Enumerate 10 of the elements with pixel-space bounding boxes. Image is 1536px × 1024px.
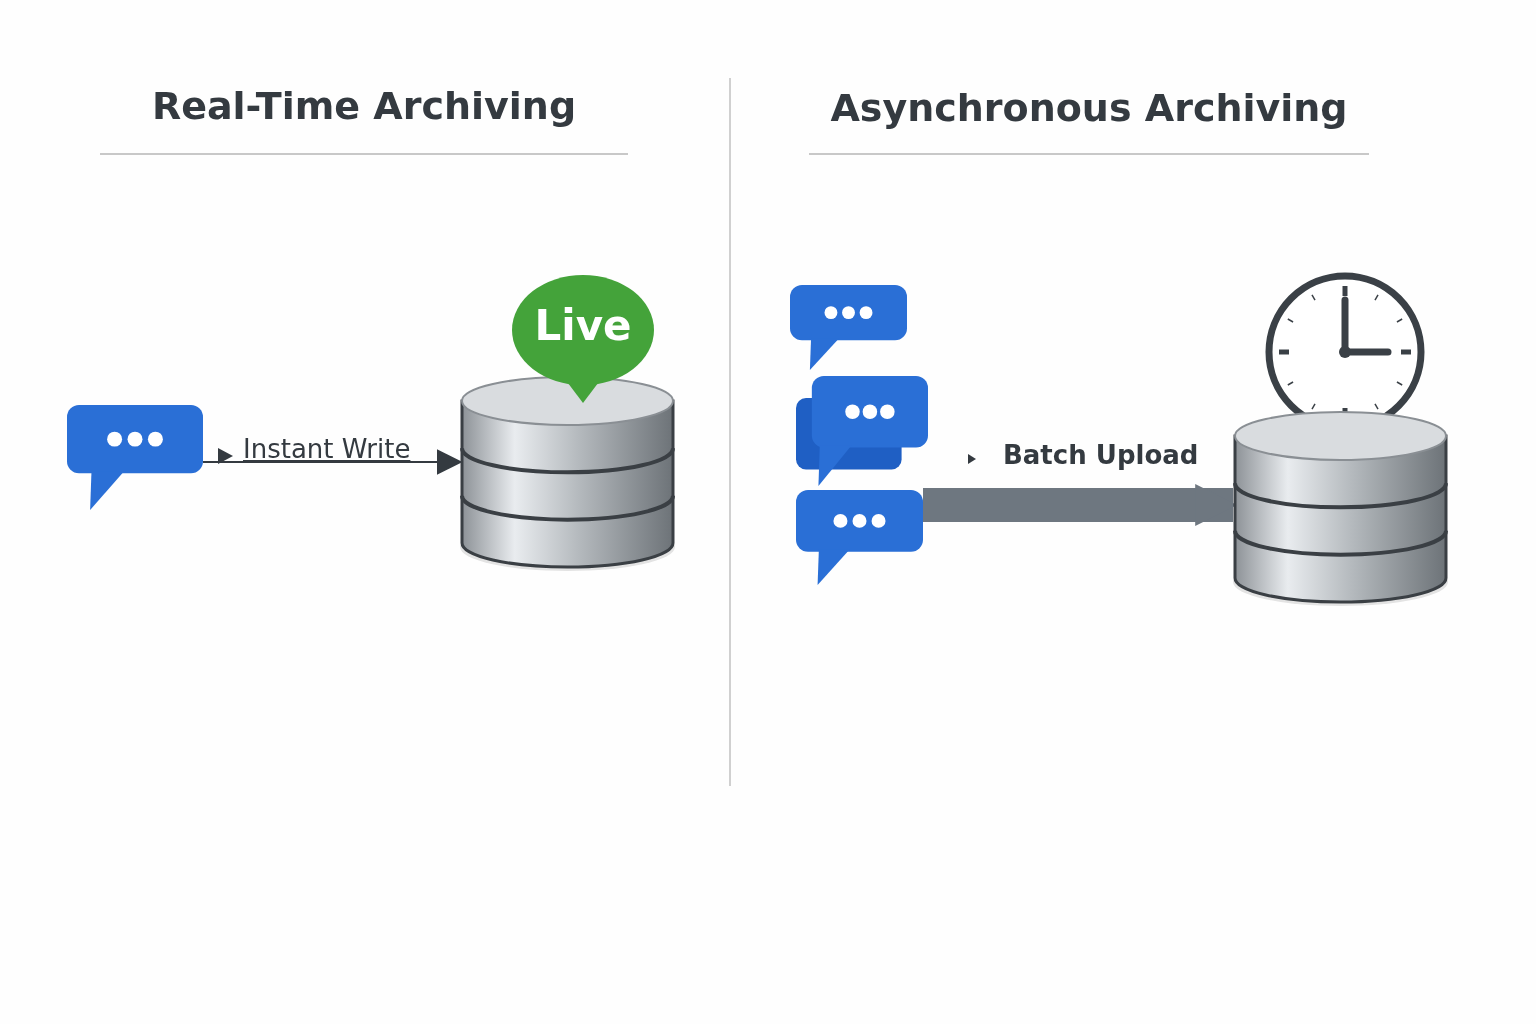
speech-bubble-icon <box>796 490 923 585</box>
speech-bubble-icon <box>790 285 907 370</box>
section-heading: Asynchronous Archiving <box>829 86 1349 130</box>
speech-bubble-icon <box>796 376 928 486</box>
edge-label: Instant Write <box>243 434 411 464</box>
badge-text: Live <box>533 301 633 350</box>
arrow <box>202 449 463 475</box>
edge-label: Batch Upload <box>1003 440 1199 470</box>
section-heading: Real-Time Archiving <box>150 84 578 128</box>
speech-bubble-icon <box>67 405 203 510</box>
